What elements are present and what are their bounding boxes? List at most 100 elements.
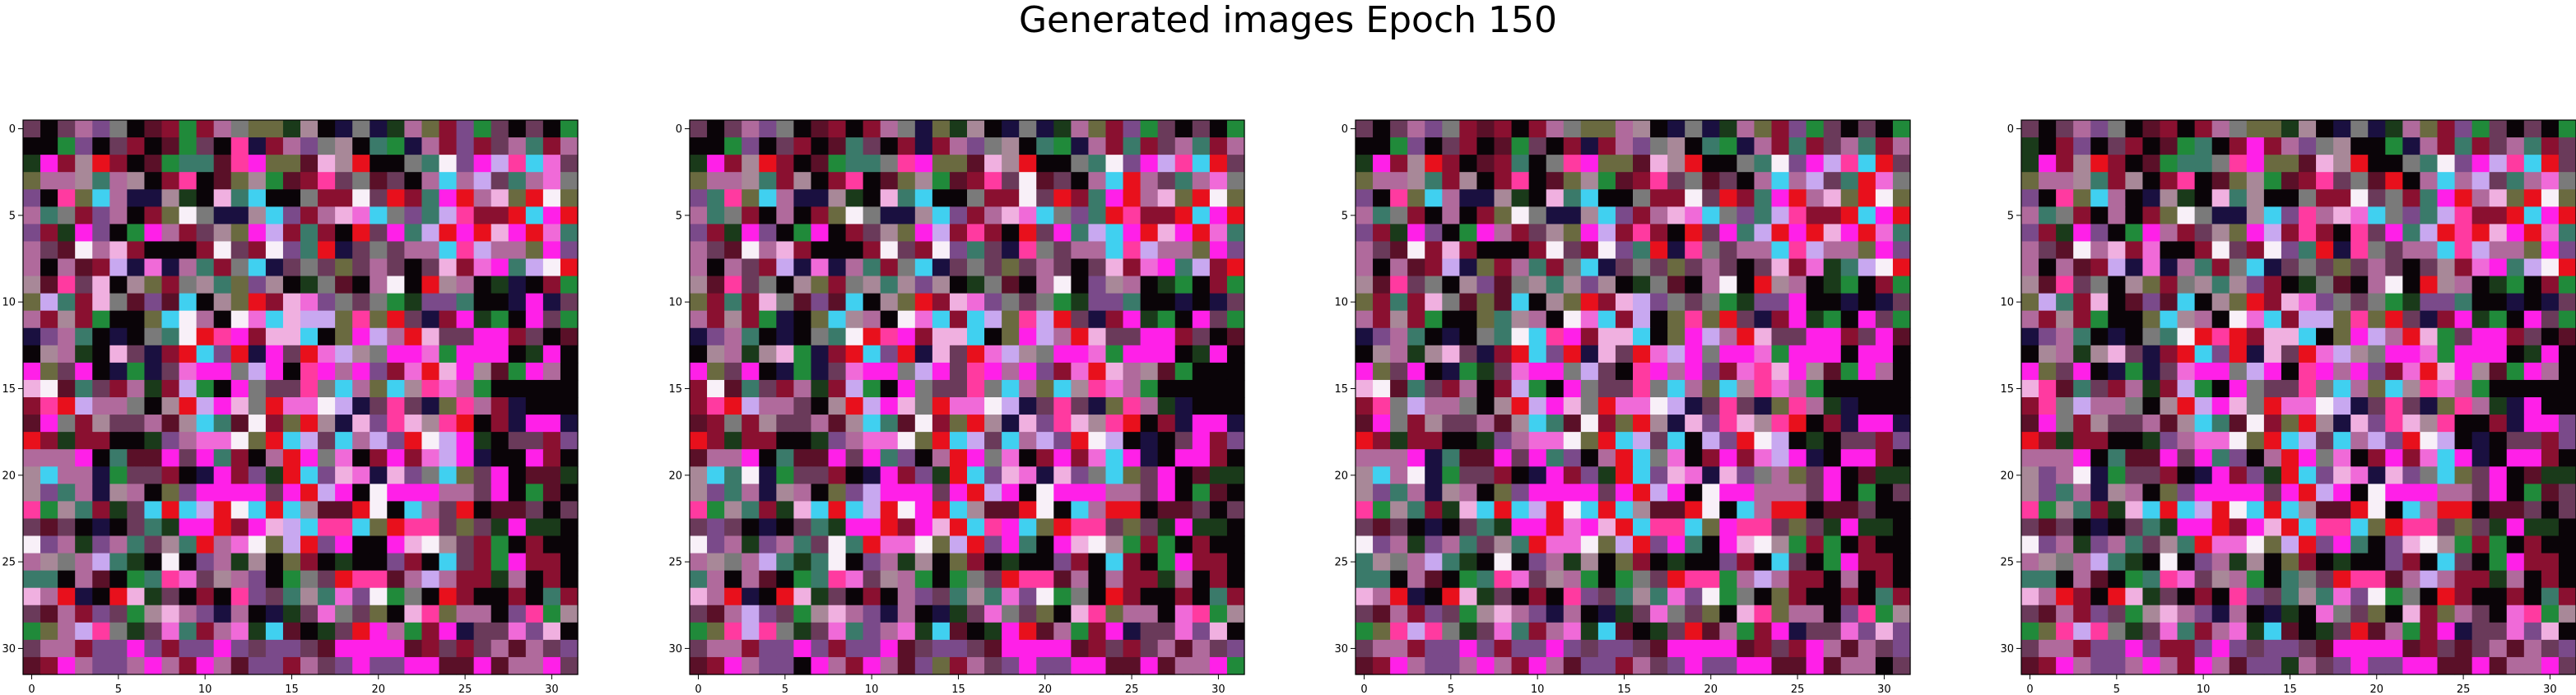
pixel (1597, 535, 1616, 554)
pixel (179, 466, 198, 484)
pixel (967, 449, 985, 467)
pixel (387, 397, 405, 415)
pixel (2333, 155, 2351, 173)
pixel (880, 639, 899, 658)
pixel (1823, 293, 1842, 312)
pixel (213, 206, 232, 225)
pixel (230, 189, 249, 207)
pixel (1036, 466, 1054, 484)
pixel (1563, 605, 1582, 623)
pixel (1788, 587, 1807, 606)
pixel (1788, 553, 1807, 572)
pixel (897, 206, 916, 225)
pixel (1226, 310, 1245, 329)
pixel (58, 639, 76, 658)
pixel (1615, 397, 1634, 415)
pixel (456, 518, 475, 537)
pixel (404, 415, 423, 433)
pixel (1071, 622, 1090, 641)
pixel (1840, 570, 1859, 589)
pixel (439, 587, 458, 606)
pixel (1597, 501, 1616, 520)
pixel (542, 466, 561, 484)
pixel (1002, 518, 1020, 537)
pixel (1528, 570, 1547, 589)
pixel (2177, 501, 2196, 520)
pixel (984, 258, 1002, 277)
pixel (2194, 535, 2213, 554)
pixel (1788, 449, 1807, 467)
pixel (2263, 553, 2282, 572)
pixel (23, 310, 41, 329)
pixel (793, 258, 812, 277)
pixel (1615, 241, 1634, 260)
pixel (2506, 484, 2525, 502)
pixel (491, 570, 509, 589)
pixel (1088, 345, 1107, 364)
pixel (248, 137, 267, 155)
pixel (2402, 518, 2421, 537)
pixel (161, 362, 180, 381)
pixel (248, 172, 267, 190)
pixel (2211, 570, 2230, 589)
pixel (845, 327, 864, 346)
pixel (1615, 310, 1634, 329)
pixel (300, 639, 319, 658)
pixel (318, 155, 336, 173)
y-tick-label: 20 (2, 470, 16, 482)
pixel (196, 379, 215, 398)
pixel (2263, 535, 2282, 554)
pixel (2160, 432, 2178, 450)
pixel (2246, 258, 2265, 277)
pixel (1209, 518, 1228, 537)
pixel (967, 639, 985, 658)
pixel (2558, 224, 2576, 243)
pixel (897, 379, 916, 398)
pixel (144, 518, 163, 537)
pixel (370, 379, 388, 398)
pixel (2350, 466, 2369, 484)
pixel (828, 501, 847, 520)
pixel (1425, 553, 1443, 572)
pixel (2471, 587, 2490, 606)
pixel (759, 120, 777, 138)
pixel (1823, 276, 1842, 294)
pixel (949, 224, 968, 243)
pixel (248, 656, 267, 675)
pixel (1192, 432, 1211, 450)
pixel (1442, 345, 1460, 364)
pixel (2506, 258, 2525, 277)
pixel (2541, 397, 2560, 415)
pixel (491, 206, 509, 225)
pixel (1788, 362, 1807, 381)
pixel (542, 622, 561, 641)
pixel (1546, 553, 1565, 572)
pixel (2160, 484, 2178, 502)
pixel (1355, 327, 1374, 346)
pixel (1442, 622, 1460, 641)
pixel (439, 120, 458, 138)
pixel (1702, 415, 1720, 433)
pixel (1071, 432, 1090, 450)
pixel (2385, 379, 2403, 398)
pixel (127, 656, 146, 675)
pixel (2177, 120, 2196, 138)
pixel (300, 189, 319, 207)
pixel (1494, 362, 1513, 381)
pixel (1209, 622, 1228, 641)
pixel (1719, 587, 1737, 606)
pixel (2454, 466, 2473, 484)
pixel (1355, 241, 1374, 260)
pixel (2506, 224, 2525, 243)
pixel (335, 466, 353, 484)
pixel (161, 466, 180, 484)
pixel (1633, 622, 1651, 641)
pixel (759, 415, 777, 433)
pixel (2194, 484, 2213, 502)
pixel (196, 397, 215, 415)
pixel (967, 415, 985, 433)
pixel (1546, 605, 1565, 623)
pixel (1355, 432, 1374, 450)
pixel (2160, 605, 2178, 623)
pixel (161, 206, 180, 225)
